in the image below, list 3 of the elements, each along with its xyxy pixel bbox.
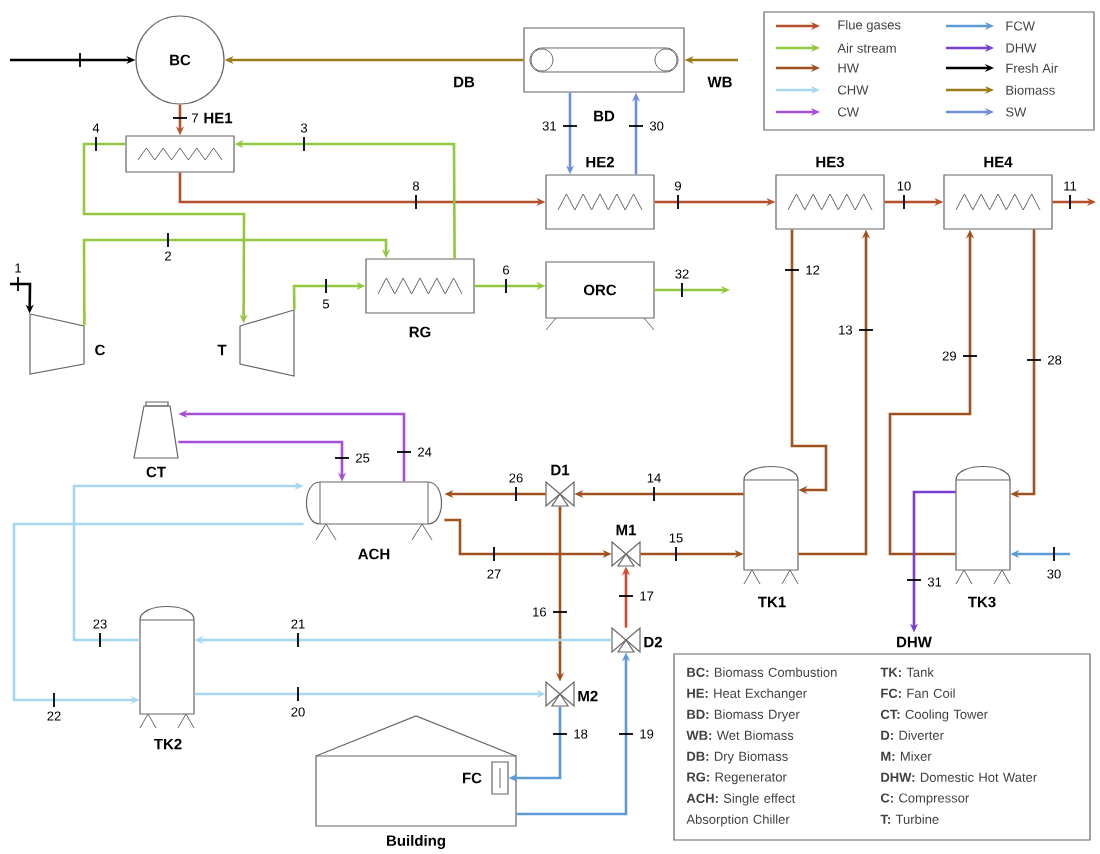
flow-arrow bbox=[784, 229, 828, 495]
flow-arrow bbox=[82, 232, 391, 326]
flow-arrow bbox=[12, 522, 304, 708]
